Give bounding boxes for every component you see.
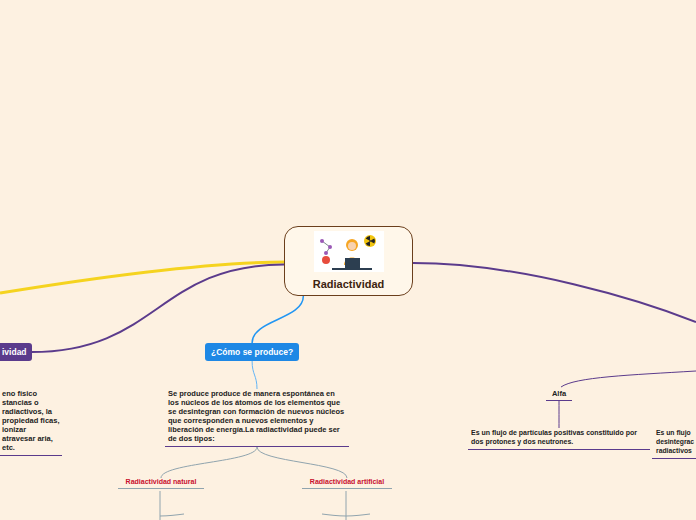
scientist-face [348, 242, 356, 250]
topic-label: ¿Cómo se produce? [211, 347, 293, 357]
topic-label: ividad [2, 347, 27, 357]
radiation-blade [365, 236, 369, 240]
sub-branches [160, 491, 346, 520]
molecule-atom [320, 239, 324, 243]
subtopic: Radiactividad artificial [302, 478, 392, 489]
molecule-atom [324, 251, 328, 255]
topic-label: Alfa [548, 389, 570, 398]
branch-connector [32, 265, 284, 353]
radiation-blade [371, 239, 375, 244]
topic-label: Es un flujo desintegrac radiactivos [656, 428, 695, 455]
radiation-blade [365, 242, 369, 246]
central-title: Radiactividad [313, 278, 385, 290]
topic-label: eno físico stancias o radiactivos, la pr… [2, 389, 60, 452]
branch-connector [252, 361, 257, 389]
alfa-branch [561, 371, 696, 387]
molecule-atom [328, 245, 332, 249]
desk [332, 268, 372, 270]
branch-connector [252, 296, 303, 343]
central-topic: Radiactividad [284, 226, 413, 296]
laptop [345, 258, 360, 268]
radiation-center [369, 240, 371, 242]
branch-connector [559, 401, 560, 428]
purple-branch [413, 263, 696, 322]
subtopic: Radiactividad natural [118, 478, 204, 489]
sub-branch-ticks [160, 514, 370, 516]
topic-text: Es un flujo desintegrac radiactivos [652, 428, 696, 459]
topic-label: Radiactividad natural [120, 478, 202, 485]
yellow-branch [0, 262, 286, 293]
illustration-ground [314, 231, 384, 272]
topic-text: eno físico stancias o radiactivos, la pr… [0, 389, 62, 456]
branch-connector [257, 447, 347, 478]
scientist-illustration [314, 231, 384, 272]
scientist-hair [346, 239, 358, 251]
topic-label: Radiactividad artificial [304, 478, 390, 485]
branch-connector [161, 447, 257, 478]
topic-label: Es un flujo de partículas positivas cons… [471, 428, 647, 446]
subtopic: Alfa [546, 389, 572, 401]
topic-text: Es un flujo de partículas positivas cons… [468, 428, 650, 450]
topic-label: Se produce produce de manera espontánea … [168, 389, 346, 443]
main-topic: ividad [0, 343, 32, 361]
topic-text: Se produce produce de manera espontánea … [165, 389, 349, 447]
flask [322, 256, 330, 264]
main-topic: ¿Cómo se produce? [205, 343, 299, 361]
radiation-sign [364, 235, 376, 247]
